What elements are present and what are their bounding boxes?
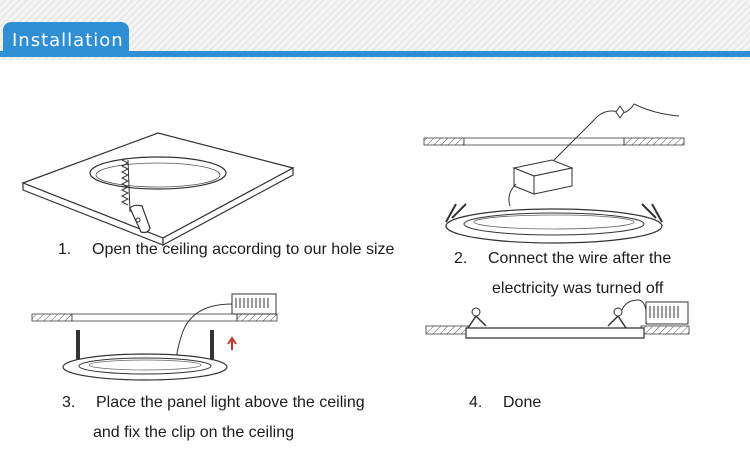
header-tab <box>3 22 129 57</box>
step-4-text: 4. Done <box>469 394 541 412</box>
step-3-text: 3. Place the panel light above the ceilin… <box>62 394 365 412</box>
panel-clip-diagram-icon <box>32 290 282 382</box>
step-number: 2. <box>454 250 468 267</box>
section-title: Installation <box>12 30 124 51</box>
installed-panel-diagram-icon <box>426 298 691 343</box>
step-line: electricity was turned off <box>492 280 664 297</box>
step-number: 1. <box>58 241 72 258</box>
wire-connection-diagram-icon <box>424 98 689 248</box>
step-line: Done <box>503 394 542 411</box>
step-number: 3. <box>62 394 76 411</box>
step-2-text: 2. Connect the wire after the <box>454 250 671 268</box>
step-number: 4. <box>469 394 483 411</box>
step-3-text-cont: and fix the clip on the ceiling <box>93 424 294 442</box>
step-line: Place the panel light above the ceiling <box>96 394 365 411</box>
step-1-text: 1. Open the ceiling according to our hole… <box>58 241 394 259</box>
step-line: and fix the clip on the ceiling <box>93 424 295 441</box>
step-2-text-cont: electricity was turned off <box>492 280 663 298</box>
step-line: Open the ceiling according to our hole s… <box>92 241 395 258</box>
step-line: Connect the wire after the <box>488 250 672 267</box>
header-accent-line <box>0 51 750 57</box>
ceiling-saw-diagram-icon <box>18 128 298 238</box>
